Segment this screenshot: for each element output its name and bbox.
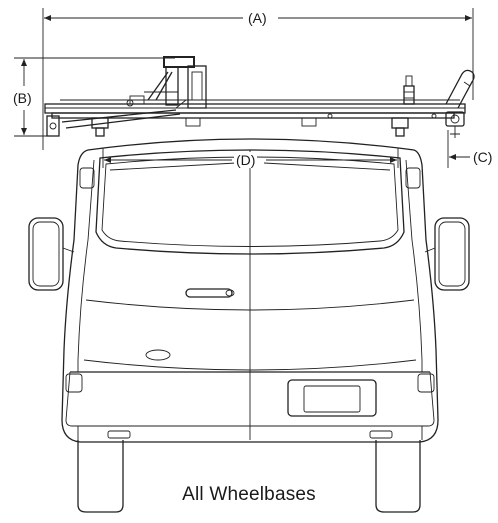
caption: All Wheelbases: [182, 484, 316, 505]
dimension-c-label: (C): [471, 149, 495, 165]
dimension-b-label: (B): [11, 90, 34, 106]
dimension-b-line: [14, 57, 175, 137]
dimension-a-line: [42, 8, 474, 150]
dimension-a-label: (A): [246, 10, 269, 26]
right-mirror: [424, 217, 470, 291]
left-mirror: [28, 217, 75, 291]
dimension-c-line: [447, 130, 470, 168]
dimension-d-label: (D): [234, 152, 258, 168]
van-body: [61, 138, 439, 513]
roof-rack: [44, 56, 475, 138]
